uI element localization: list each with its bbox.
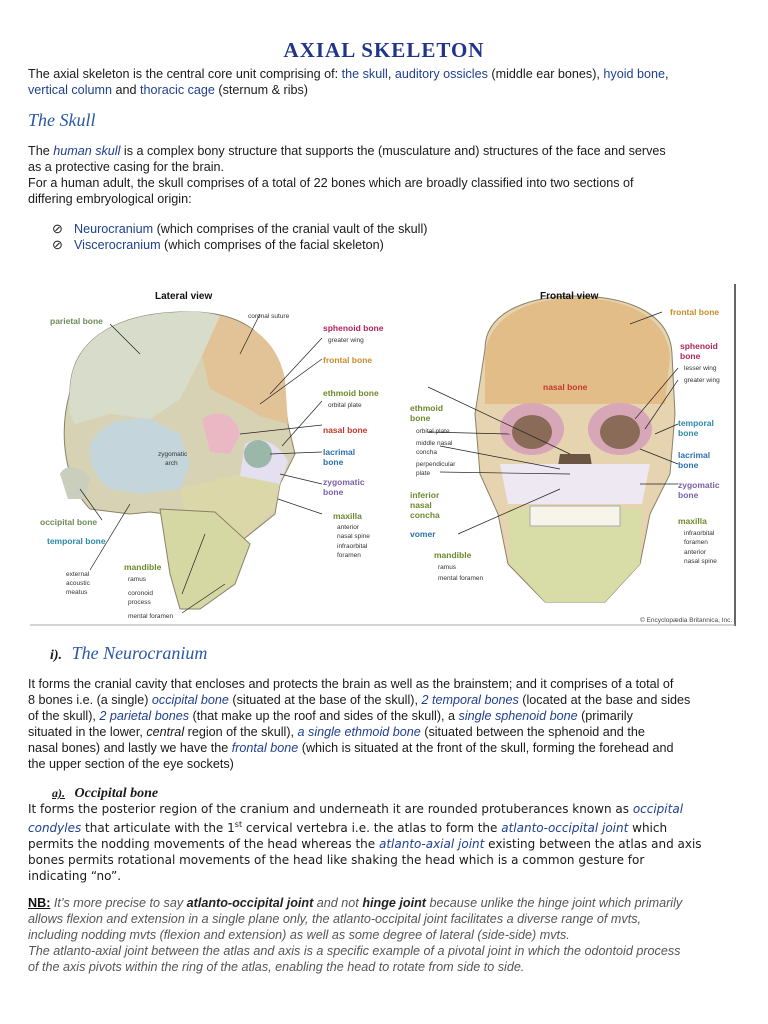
label-parietal-bone: parietal bone [50,316,103,326]
label-maxilla: maxilla [333,511,362,521]
label-greater-wing-f: greater wing [684,377,720,384]
label-mandible-f: mandible [434,550,472,560]
section-number: i). [50,648,63,663]
intro-text: The axial skeleton is the central core u… [28,67,342,81]
label-temporal-bone: temporal bone [47,536,106,546]
label-mental-foramen: mental foramen [128,613,174,620]
neurocranium-paragraph: It forms the cranial cavity that enclose… [28,677,691,771]
label-concha: concha [416,449,437,456]
skull-paragraph: The human skull is a complex bony struct… [28,144,666,206]
label-external: external [66,571,90,578]
link-vertical-column: vertical column [28,83,112,97]
label-ethmoid-bone-f: bone [410,413,431,423]
frontal-view-title: Frontal view [540,291,599,302]
label-mandible: mandible [124,562,162,572]
label-middle-nasal: middle nasal [416,440,453,447]
label-nasal-spine: nasal spine [337,533,370,540]
label-frontal-bone-f: frontal bone [670,307,719,317]
label-temporal-f: temporal [678,418,714,428]
label-coronoid: coronoid [128,590,153,597]
label-meatus: meatus [66,589,88,596]
section-heading-skull: The Skull [28,110,96,130]
label-concha-f: concha [410,510,440,520]
label-perpendicular: perpendicular [416,461,456,468]
label-frontal-bone: frontal bone [323,355,372,365]
label-infraorbital: infraorbital [337,543,368,550]
label-foramen-f: foramen [684,539,708,546]
label-nasal: nasal [410,500,432,510]
label-coronal-suture: coronal suture [248,313,290,320]
label-sphenoid-bone: sphenoid bone [323,323,384,333]
label-nasal-bone: nasal bone [323,425,368,435]
bullet-item: ⊘Viscerocranium (which comprises of the … [52,237,384,252]
label-zygomatic-bone: bone [323,487,344,497]
label-inferior: inferior [410,490,440,500]
label-orbital-plate-f: orbital plate [416,428,450,435]
bullet-item: ⊘Neurocranium (which comprises of the cr… [52,221,428,236]
occipital-paragraph: It forms the posterior region of the cra… [28,802,702,883]
label-greater-wing: greater wing [328,337,364,344]
frontal-skull-drawing [474,295,676,603]
leader-lines [79,311,679,614]
label-foramen: foramen [337,552,361,559]
label-vomer: vomer [410,529,436,539]
label-zygomatic-arch-1: zygomatic [158,451,188,458]
label-sphenoid-bone-f: bone [680,351,701,361]
human-skull-term: human skull [53,144,121,158]
link-hyoid-bone: hyoid bone [603,67,666,81]
lateral-skull-drawing [60,311,296,610]
nb-note: NB: It’s more precise to say atlanto-occ… [28,896,683,974]
occipital-heading: a). Occipital bone [52,786,158,802]
intro-paragraph: The axial skeleton is the central core u… [28,67,669,97]
label-nasal-bone-f: nasal bone [543,382,588,392]
section-heading-neurocranium: The Neurocranium [71,643,208,663]
label-plate: plate [416,470,430,477]
label-lesser-wing: lesser wing [684,365,717,372]
skull-diagram: Lateral view Frontal view © Encyclopædia… [30,284,738,626]
nb-label: NB: [28,896,51,910]
label-lacrimal-f: lacrimal [678,450,710,460]
link-auditory-ossicles: auditory ossicles [394,67,488,81]
label-nasal-spine-f: nasal spine [684,558,717,565]
bullet-list: ⊘Neurocranium (which comprises of the cr… [52,221,427,253]
lateral-view-title: Lateral view [155,291,212,302]
label-ethmoid-f: ethmoid [410,403,443,413]
label-zygomatic-bone-f: bone [678,490,699,500]
label-mental-foramen-f: mental foramen [438,575,484,582]
label-process: process [128,599,152,606]
bullet-icon: ⊘ [52,221,63,236]
label-orbital-plate: orbital plate [328,402,362,409]
label-lacrimal-bone-f: bone [678,460,699,470]
label-anterior: anterior [337,524,360,531]
label-anterior-f: anterior [684,549,707,556]
label-infraorbital-f: infraorbital [684,530,715,537]
subsection-number: a). [52,786,65,800]
link-thoracic-cage: thoracic cage [140,83,215,97]
label-sphenoid-f: sphenoid [680,341,718,351]
neurocranium-heading: i). The Neurocranium [50,643,207,664]
label-lacrimal-bone: bone [323,457,344,467]
label-zygomatic: zygomatic [323,477,365,487]
label-ramus-f: ramus [438,564,457,571]
credit-text: © Encyclopædia Britannica, Inc. [640,616,732,624]
label-lacrimal: lacrimal [323,447,355,457]
label-occipital-bone: occipital bone [40,517,97,527]
label-temporal-bone-f: bone [678,428,699,438]
label-ethmoid-bone: ethmoid bone [323,388,379,398]
subsection-heading-occipital: Occipital bone [74,786,159,801]
label-acoustic: acoustic [66,580,91,587]
label-zygomatic-f: zygomatic [678,480,720,490]
bullet-icon: ⊘ [52,237,63,252]
link-skull: the skull [341,67,388,81]
label-maxilla-f: maxilla [678,516,707,526]
label-ramus: ramus [128,576,147,583]
page-title: Axial Skeleton [283,38,485,62]
label-zygomatic-arch-2: arch [165,460,178,467]
